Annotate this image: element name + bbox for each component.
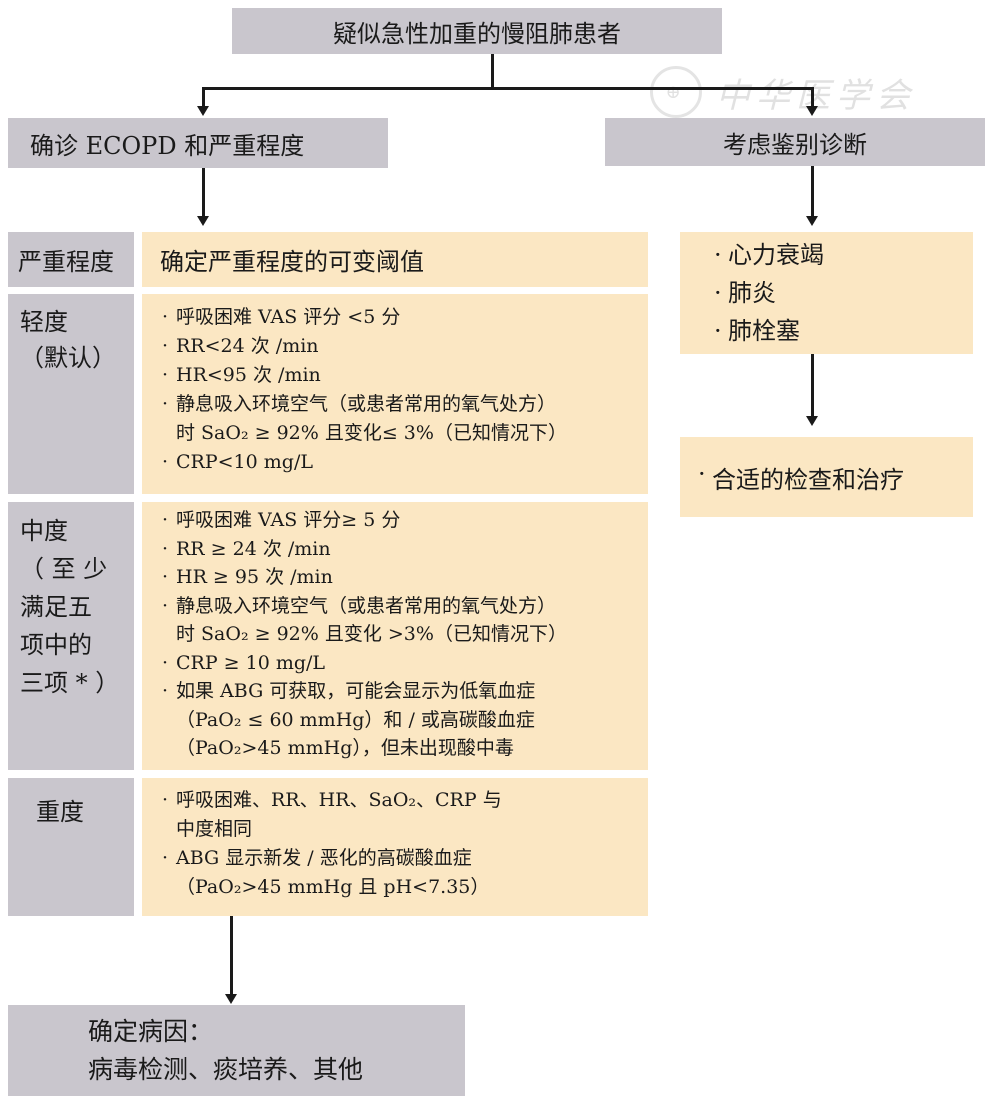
severity-col-header: 严重程度 <box>8 232 134 287</box>
connector-right-down <box>811 87 814 109</box>
connector-to-next-step <box>811 354 814 418</box>
etiology-line2: 病毒检测、痰培养、其他 <box>88 1055 364 1084</box>
criteria-item: 如果 ABG 可获取，可能会显示为低氧血症 （PaO₂ ≤ 60 mmHg）和 … <box>160 677 648 763</box>
differential-item: 肺炎 <box>712 274 973 312</box>
criteria-item: ABG 显示新发 / 恶化的高碳酸血症 （PaO₂>45 mmHg 且 pH<7… <box>160 844 648 902</box>
connector-to-table <box>202 168 205 218</box>
criteria-item: HR<95 次 /min <box>160 361 648 390</box>
severity-mild-label: 轻度 （默认） <box>8 294 134 494</box>
differential-header-box: 考虑鉴别诊断 <box>605 118 985 166</box>
top-title: 疑似急性加重的慢阻肺患者 <box>333 19 621 48</box>
arrow-to-left-header <box>197 106 209 116</box>
severity-severe-label: 重度 <box>8 778 134 916</box>
next-step-box: 合适的检查和治疗 <box>680 437 973 517</box>
connector-top-vertical <box>491 54 494 88</box>
connector-to-differential <box>811 166 814 218</box>
severity-moderate-label: 中度 （ 至 少 满足五 项中的 三项 * ） <box>8 502 134 770</box>
threshold-col-header: 确定严重程度的可变阈值 <box>142 232 648 287</box>
connector-horizontal <box>202 87 814 90</box>
criteria-item: 静息吸入环境空气（或患者常用的氧气处方） 时 SaO₂ ≥ 92% 且变化 >3… <box>160 592 648 649</box>
left-header-text: 确诊 ECOPD 和严重程度 <box>30 131 305 160</box>
watermark: ⊕ 中华医学会 <box>650 62 950 122</box>
differential-item: 肺栓塞 <box>712 312 973 350</box>
right-header-text: 考虑鉴别诊断 <box>723 130 867 159</box>
arrow-to-etiology <box>225 994 237 1004</box>
criteria-item: RR ≥ 24 次 /min <box>160 535 648 564</box>
suspected-aecopd-box: 疑似急性加重的慢阻肺患者 <box>232 8 722 54</box>
criteria-item: CRP<10 mg/L <box>160 448 648 477</box>
arrow-to-differential <box>806 216 818 226</box>
severity-severe-criteria: 呼吸困难、RR、HR、SaO₂、CRP 与 中度相同 ABG 显示新发 / 恶化… <box>142 778 648 916</box>
confirm-ecopd-box: 确诊 ECOPD 和严重程度 <box>8 118 388 168</box>
arrow-to-table <box>197 216 209 226</box>
threshold-col-header-text: 确定严重程度的可变阈值 <box>160 248 424 276</box>
criteria-item: HR ≥ 95 次 /min <box>160 563 648 592</box>
criteria-item: RR<24 次 /min <box>160 332 648 361</box>
moderate-label-text: 中度 （ 至 少 满足五 项中的 三项 * ） <box>20 517 120 697</box>
criteria-item: 呼吸困难、RR、HR、SaO₂、CRP 与 中度相同 <box>160 786 648 844</box>
connector-left-down <box>202 87 205 109</box>
next-step-item: 合适的检查和治疗 <box>696 460 904 495</box>
seal-icon: ⊕ <box>650 66 702 118</box>
differential-item: 心力衰竭 <box>712 236 973 274</box>
criteria-item: CRP ≥ 10 mg/L <box>160 649 648 678</box>
severity-col-header-text: 严重程度 <box>18 248 114 276</box>
etiology-box: 确定病因： 病毒检测、痰培养、其他 <box>8 1005 465 1096</box>
connector-to-etiology <box>230 916 233 996</box>
mild-label-text: 轻度 （默认） <box>20 308 116 372</box>
differential-list-box: 心力衰竭 肺炎 肺栓塞 <box>680 232 973 354</box>
criteria-item: 呼吸困难 VAS 评分 <5 分 <box>160 303 648 332</box>
etiology-line1: 确定病因： <box>88 1017 214 1046</box>
severe-label-text: 重度 <box>36 798 84 826</box>
criteria-item: 呼吸困难 VAS 评分≥ 5 分 <box>160 506 648 535</box>
arrow-to-right-header <box>806 106 818 116</box>
severity-mild-criteria: 呼吸困难 VAS 评分 <5 分 RR<24 次 /min HR<95 次 /m… <box>142 294 648 494</box>
criteria-item: 静息吸入环境空气（或患者常用的氧气处方） 时 SaO₂ ≥ 92% 且变化≤ 3… <box>160 390 648 448</box>
severity-moderate-criteria: 呼吸困难 VAS 评分≥ 5 分 RR ≥ 24 次 /min HR ≥ 95 … <box>142 502 648 770</box>
arrow-to-next-step <box>806 416 818 426</box>
